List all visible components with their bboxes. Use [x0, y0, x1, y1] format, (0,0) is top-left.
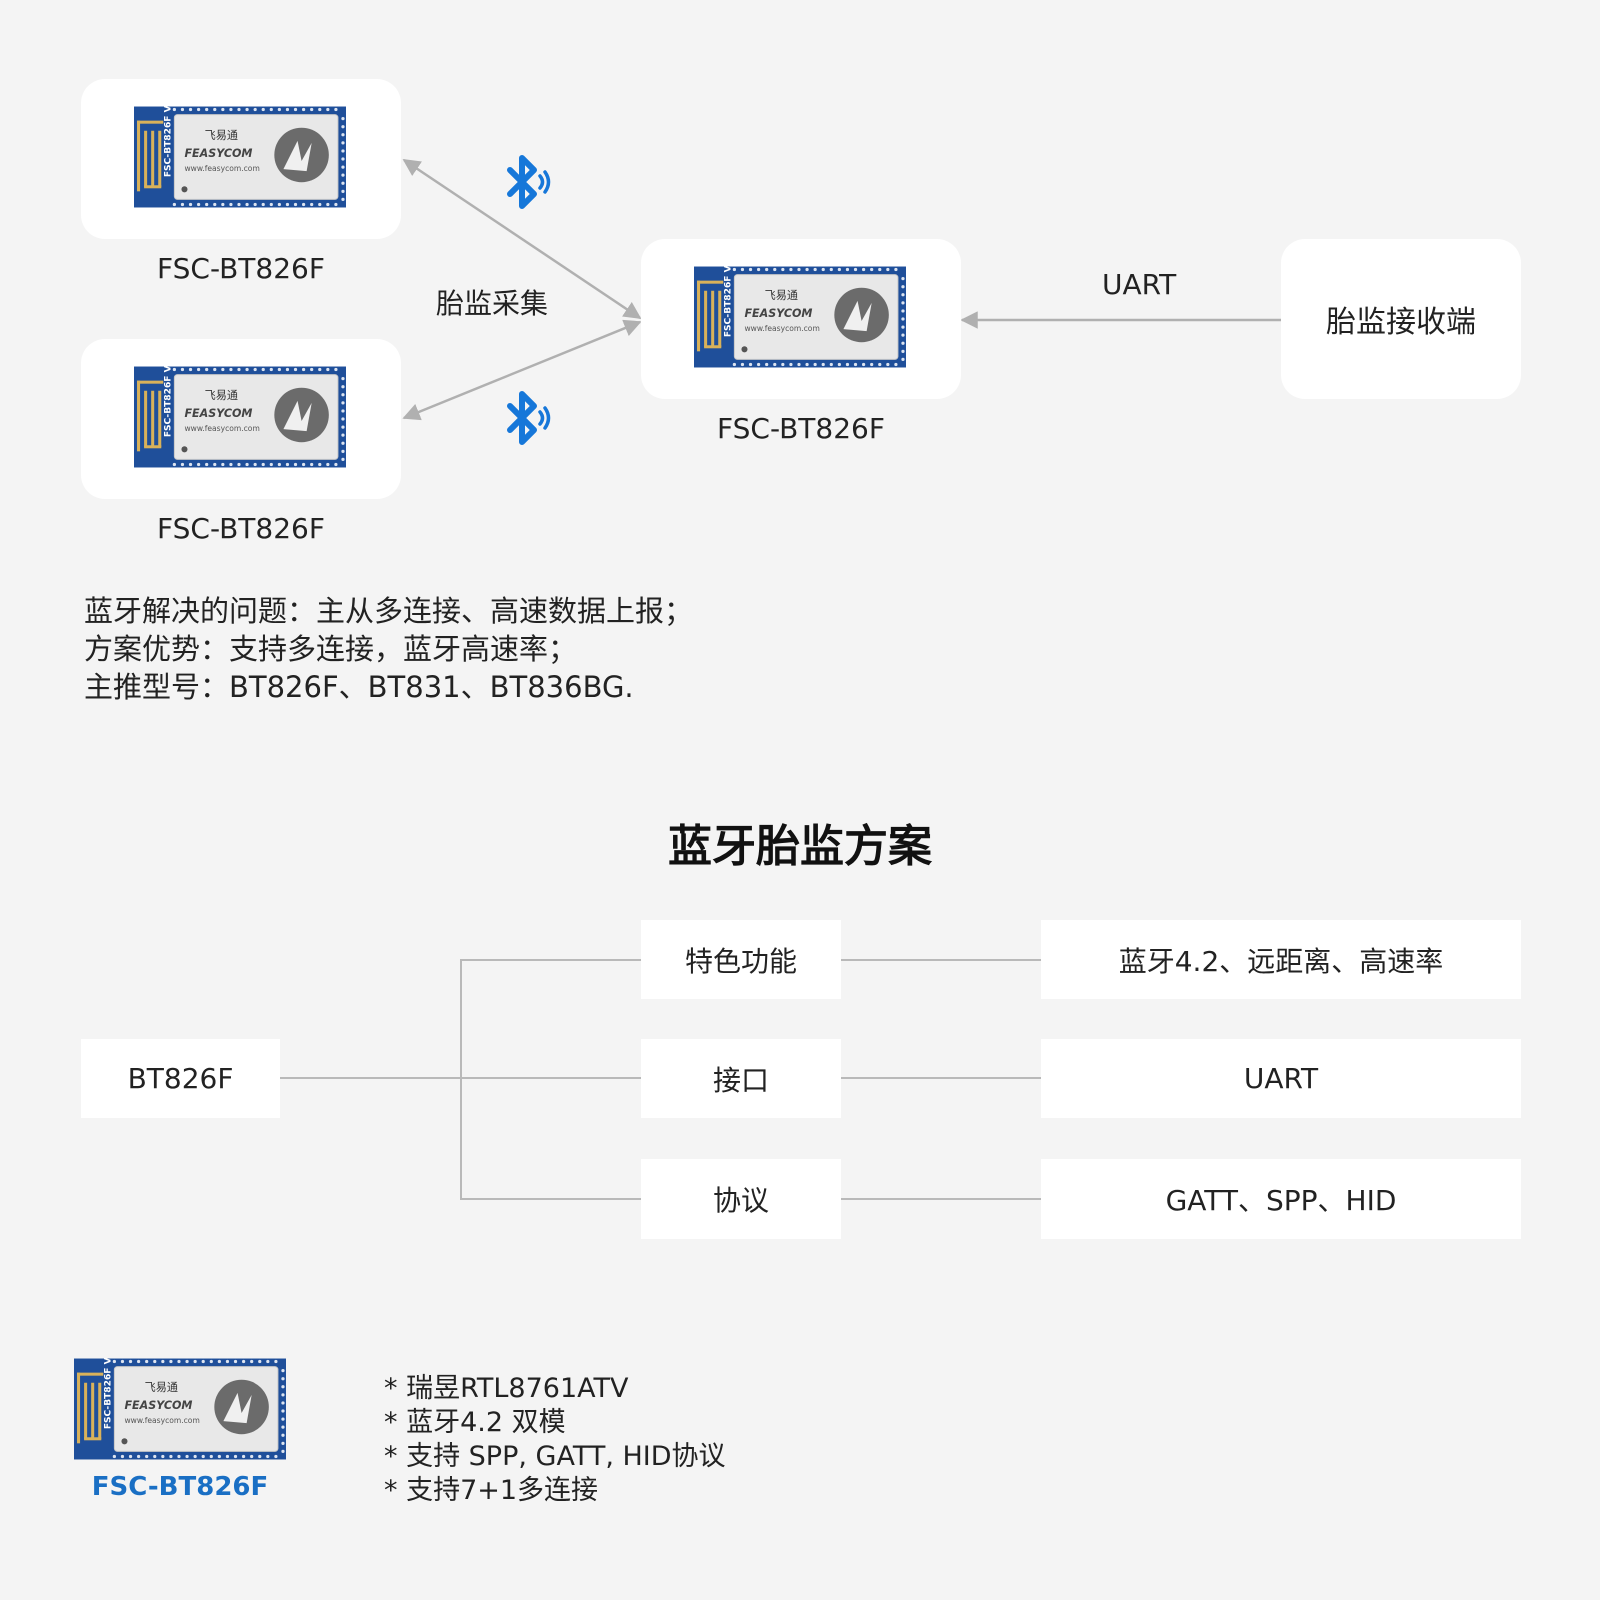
- section-title: 蓝牙胎监方案: [668, 821, 932, 872]
- tree-branch-line: [460, 959, 641, 1200]
- tree-category-box: 接口: [641, 1039, 841, 1118]
- product-features: * 瑞昱RTL8761ATV * 蓝牙4.2 双模 * 支持 SPP, GATT…: [384, 1372, 726, 1508]
- feature-item: * 支持7+1多连接: [384, 1475, 599, 1506]
- bluetooth-icon: [507, 391, 551, 445]
- bluetooth-module-image: [134, 366, 346, 468]
- description-line: 方案优势：支持多连接，蓝牙高速率；: [84, 632, 578, 666]
- tree-root-box: BT826F: [81, 1039, 280, 1118]
- node-center-label: FSC-BT826F: [717, 412, 885, 445]
- product-name: FSC-BT826F: [91, 1472, 269, 1502]
- node-top-label: FSC-BT826F: [157, 252, 325, 285]
- tree-category-box: 协议: [641, 1159, 841, 1239]
- receiver-card: 胎监接收端: [1281, 239, 1521, 399]
- feature-item: * 瑞昱RTL8761ATV: [384, 1373, 629, 1404]
- feature-item: * 支持 SPP, GATT, HID协议: [384, 1441, 726, 1472]
- solution-description: 蓝牙解决的问题：主从多连接、高速数据上报； 方案优势：支持多连接，蓝牙高速率； …: [84, 592, 693, 706]
- bluetooth-icon: [507, 155, 551, 209]
- bluetooth-module-image: [694, 266, 906, 368]
- receiver-label: 胎监接收端: [1326, 305, 1476, 340]
- description-line: 蓝牙解决的问题：主从多连接、高速数据上报；: [84, 594, 694, 628]
- product-module-image: [74, 1358, 286, 1460]
- tree-value-box: UART: [1041, 1039, 1521, 1118]
- tree-value-box: 蓝牙4.2、远距离、高速率: [1041, 920, 1521, 999]
- link-label: 胎监采集: [436, 287, 549, 320]
- feature-item: * 蓝牙4.2 双模: [384, 1407, 566, 1438]
- node-bottom-card: [81, 339, 401, 499]
- description-line: 主推型号：BT826F、BT831、BT836BG.: [84, 670, 634, 704]
- tree-category-box: 特色功能: [641, 920, 841, 999]
- node-bottom-label: FSC-BT826F: [157, 512, 325, 545]
- node-top-card: [81, 79, 401, 239]
- node-center-card: [641, 239, 961, 399]
- tree-value-box: GATT、SPP、HID: [1041, 1159, 1521, 1239]
- uart-label: UART: [1102, 268, 1177, 301]
- bluetooth-module-image: [134, 106, 346, 208]
